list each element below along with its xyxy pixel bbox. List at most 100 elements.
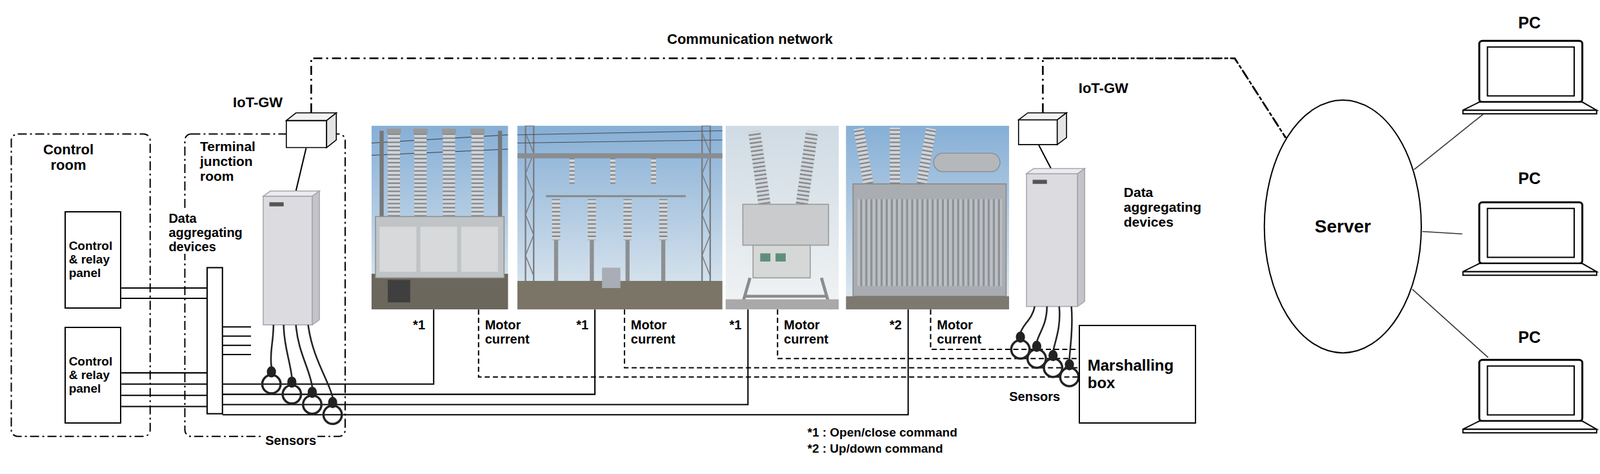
laptop-icon — [1487, 208, 1575, 258]
node-label: IoT-GW — [232, 94, 283, 111]
current-sensor — [261, 374, 280, 393]
equipment-photo — [853, 127, 875, 190]
aggregating-device — [263, 196, 313, 325]
terminal-strip — [207, 267, 223, 413]
wiring — [296, 145, 1051, 191]
equipment-photo — [748, 130, 772, 213]
node-label: PC — [1518, 14, 1541, 33]
equipment-photo — [471, 132, 484, 217]
link-line — [1412, 289, 1489, 358]
equipment-photo — [794, 130, 819, 213]
laptop-icon — [1487, 47, 1575, 97]
callout-number: *1 — [727, 317, 743, 332]
equipment-photo — [650, 158, 657, 184]
node-label: Terminal junction room — [200, 138, 256, 184]
aggregating-device — [1077, 168, 1085, 307]
node-label: Marshalling box — [1087, 356, 1174, 391]
equipment-photo — [517, 125, 723, 310]
equipment-photo — [442, 132, 455, 217]
laptop-icon — [1463, 428, 1597, 433]
current-sensor — [1016, 331, 1025, 342]
equipment-photo — [552, 198, 561, 240]
equipment-photo — [386, 128, 401, 134]
equipment-photo — [659, 198, 668, 240]
marshalling-box: Marshalling box — [1078, 324, 1197, 424]
equipment-photo — [742, 203, 829, 245]
aggregating-device — [312, 190, 320, 325]
current-sensor — [282, 384, 301, 403]
equipment-photo — [414, 132, 427, 217]
aggregating-device — [1026, 168, 1085, 174]
note-text: *1 : Open/close command — [805, 425, 959, 440]
equipment-photo — [589, 240, 594, 286]
signal-label: Motor current — [782, 317, 830, 346]
room-border — [10, 133, 150, 436]
gateway-box — [1018, 112, 1068, 146]
equipment-photo — [857, 198, 1003, 286]
equipment-photo — [725, 298, 840, 310]
equipment-photo — [375, 216, 504, 278]
pc-laptop: PC — [1461, 357, 1598, 433]
signal-label: Motor current — [483, 317, 531, 346]
device-label: Data aggregating devices — [167, 210, 244, 254]
laptop-icon — [1479, 201, 1583, 264]
device-label: Data aggregating devices — [1122, 184, 1203, 230]
callout-number: *2 — [888, 317, 904, 332]
equipment-photo — [413, 128, 428, 134]
node-label: PC — [1518, 328, 1541, 347]
wiring — [222, 309, 909, 415]
laptop-icon — [1461, 200, 1598, 276]
equipment-photo — [915, 127, 937, 190]
current-sensor — [261, 324, 342, 424]
gateway-box — [286, 120, 327, 148]
equipment-photo — [387, 279, 411, 302]
server-outline — [1264, 100, 1422, 353]
laptop-icon — [1463, 263, 1597, 272]
current-sensor — [1049, 350, 1058, 361]
laptop-icon — [1463, 110, 1597, 115]
aggregating-device — [1032, 179, 1048, 184]
equipment-photo — [725, 125, 840, 310]
pc-laptop: PC — [1461, 38, 1598, 115]
current-sensor — [308, 387, 317, 398]
sensor-label: Sensors — [1007, 389, 1062, 404]
equipment-photo — [371, 125, 509, 310]
aggregating-device — [1026, 168, 1085, 307]
laptop-icon — [1479, 40, 1583, 102]
iot-gateway: IoT-GW — [285, 112, 337, 148]
relay-panel-box: Control & relay panel — [64, 210, 122, 308]
node-label: Control & relay panel — [69, 239, 118, 280]
gateway-box — [326, 112, 337, 148]
current-sensor — [323, 405, 342, 424]
room-border — [184, 133, 345, 436]
equipment-photo — [441, 128, 457, 134]
wiring — [121, 287, 208, 407]
laptop-icon — [1463, 420, 1597, 430]
laptop-icon — [1461, 38, 1598, 115]
equipment-photo — [379, 226, 417, 272]
equipment-photo — [525, 125, 535, 284]
wiring — [222, 326, 251, 355]
equipment-photo — [569, 158, 575, 184]
laptop-icon — [1461, 357, 1598, 433]
equipment-photo — [554, 240, 559, 286]
current-sensor — [303, 394, 322, 413]
equipment-photo — [701, 125, 711, 284]
network-line — [310, 58, 1286, 138]
node-label: IoT-GW — [1078, 80, 1129, 97]
wiring — [121, 145, 1079, 415]
link-line — [1414, 114, 1484, 170]
room-outline: Terminal junction room — [183, 132, 346, 437]
laptop-icon — [1463, 101, 1597, 111]
equipment-photo — [587, 198, 597, 240]
laptop-icon — [1487, 365, 1575, 415]
equipment-photo — [517, 130, 723, 143]
callout-number: *1 — [574, 317, 590, 332]
equipment-photo — [470, 128, 485, 134]
equipment-photo — [852, 183, 1006, 297]
server-ellipse: Server — [1263, 98, 1423, 354]
current-sensor — [1010, 306, 1079, 386]
wiring — [478, 309, 1079, 377]
node-label: Control & relay panel — [69, 354, 118, 396]
